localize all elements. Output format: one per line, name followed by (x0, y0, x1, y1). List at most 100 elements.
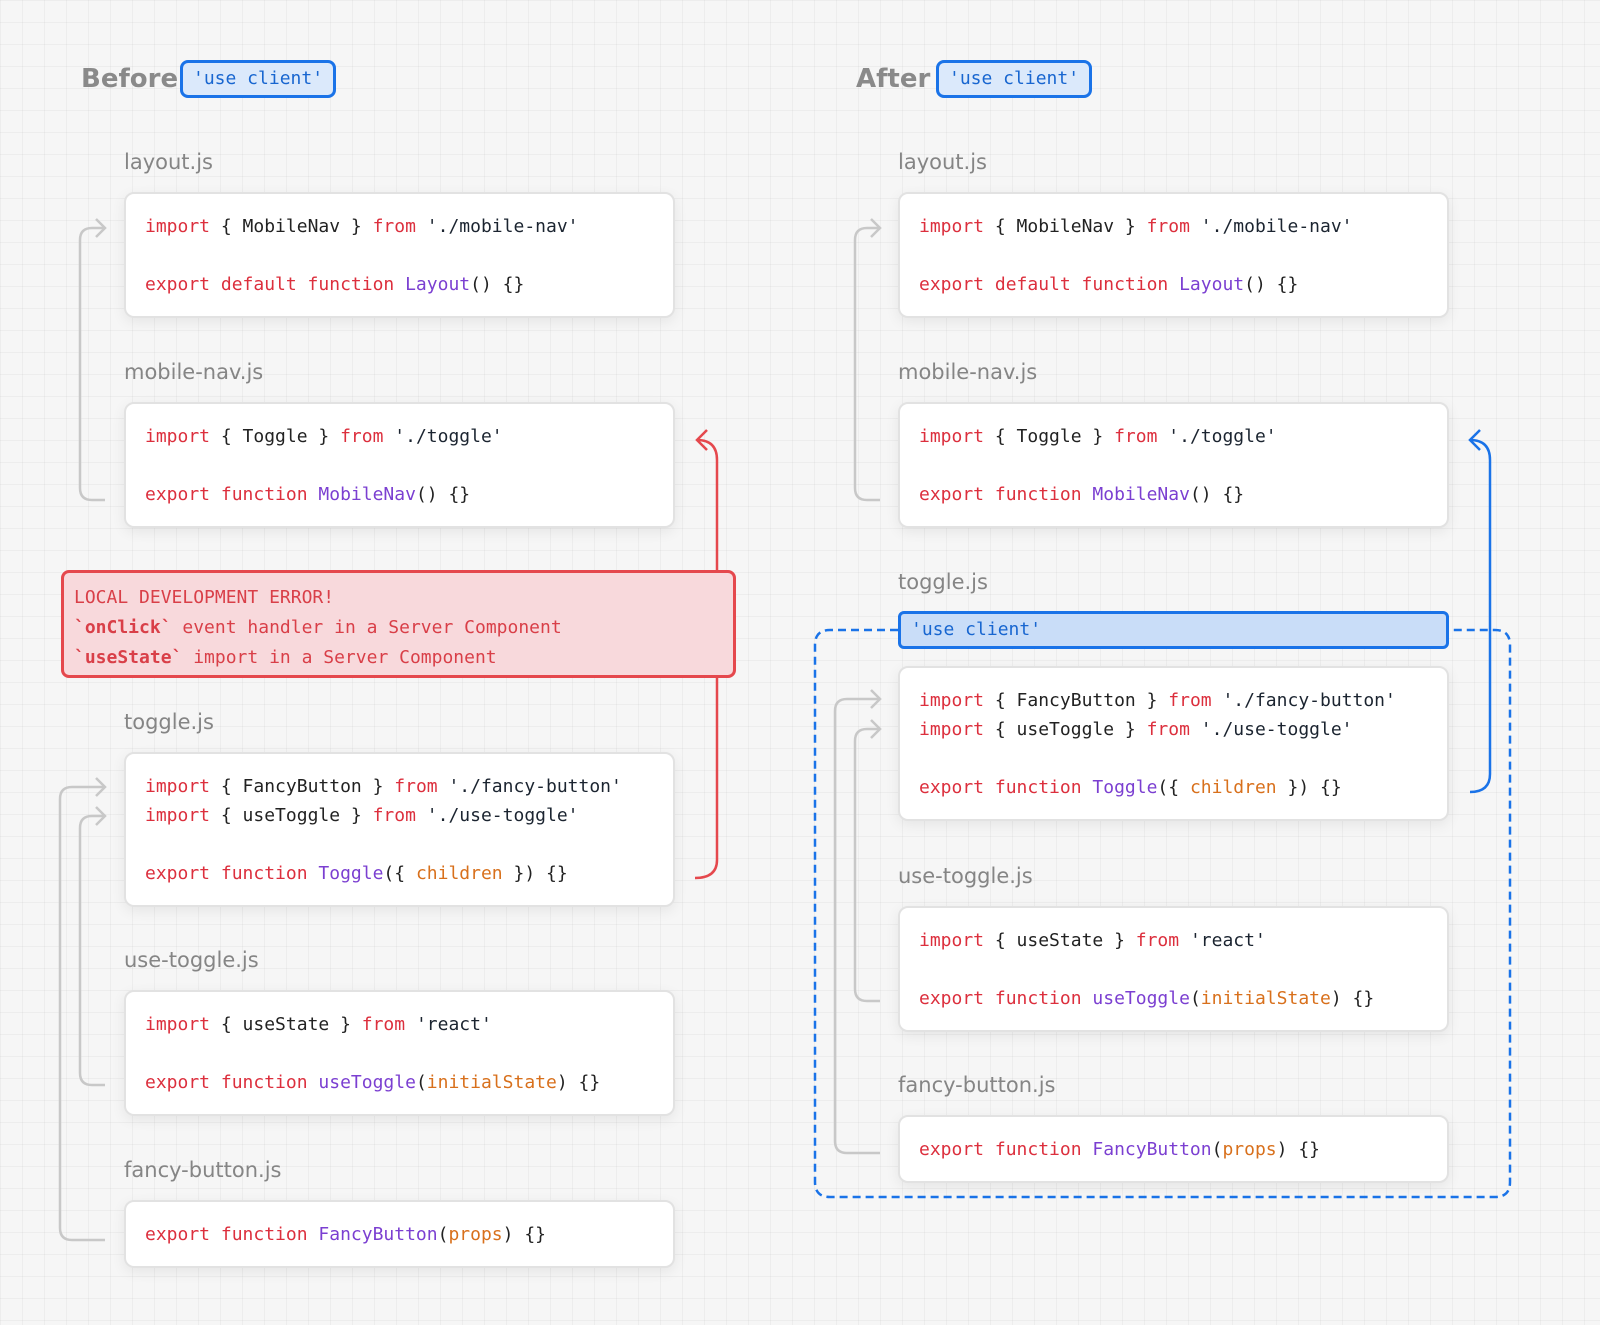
error-line-usestate: `useState` import in a Server Component (74, 643, 733, 673)
code-line: import { useState } from 'react' (919, 926, 1447, 955)
code-line (919, 744, 1447, 773)
error-text-usestate: import in a Server Component (182, 647, 497, 668)
code-token-kw: from (361, 1014, 406, 1035)
after-use-client-directive: 'use client' (898, 611, 1449, 649)
after-connector-layout-mobile-nav (853, 226, 880, 502)
code-token-kw: import (919, 690, 985, 711)
code-token-plain: () {} (415, 484, 471, 505)
code-token-plain: ) {} (1276, 1139, 1320, 1160)
code-token-fn: useToggle (1092, 988, 1190, 1009)
code-line: import { FancyButton } from './fancy-but… (919, 686, 1447, 715)
code-token-plain: ( (437, 1224, 449, 1245)
code-token-kw: export function (919, 777, 1093, 798)
code-line: export function FancyButton(props) {} (919, 1135, 1447, 1164)
code-token-kw: export function (919, 988, 1093, 1009)
code-line (919, 955, 1447, 984)
code-line: export function useToggle(initialState) … (919, 984, 1447, 1013)
code-token-kw: export function (919, 484, 1093, 505)
connector-layout-mobile-nav (78, 226, 105, 502)
code-token-kw: from (1146, 719, 1190, 740)
code-token-plain: ) {} (1330, 988, 1375, 1009)
before-code-mobile-nav: import { Toggle } from './toggle'export … (124, 402, 675, 528)
after-file-label-mobile-nav: mobile-nav.js (898, 360, 1038, 384)
code-token-str: './toggle' (383, 426, 503, 447)
code-token-kw: import (145, 1014, 211, 1035)
before-code-toggle: import { FancyButton } from './fancy-but… (124, 752, 675, 907)
code-token-plain: }) {} (1276, 777, 1342, 798)
code-line: export function MobileNav() {} (919, 480, 1447, 509)
code-token-kw: from (372, 216, 416, 237)
code-token-plain: { FancyButton } (210, 776, 395, 797)
code-token-kw: import (145, 216, 211, 237)
code-line (145, 451, 673, 480)
code-line: import { useToggle } from './use-toggle' (145, 801, 673, 830)
code-token-plain: () {} (470, 274, 525, 295)
arrowhead-layout (95, 218, 107, 238)
after-code-layout: import { MobileNav } from './mobile-nav'… (898, 192, 1449, 318)
code-token-fn: FancyButton (1092, 1139, 1212, 1160)
code-token-plain: () {} (1244, 274, 1299, 295)
code-token-param: children (415, 863, 503, 884)
code-token-plain: ({ (383, 863, 416, 884)
code-line: export function Toggle({ children }) {} (919, 773, 1447, 802)
code-token-plain: { useState } (984, 930, 1136, 951)
code-token-kw: export default function (919, 274, 1180, 295)
code-token-str: './mobile-nav' (1189, 216, 1353, 237)
code-token-plain: ( (1211, 1139, 1223, 1160)
code-token-fn: useToggle (318, 1072, 416, 1093)
code-token-kw: from (1146, 216, 1190, 237)
arrowhead-toggle-use (95, 806, 107, 826)
code-token-kw: from (394, 776, 438, 797)
after-heading: After (856, 64, 931, 94)
code-token-kw: import (919, 216, 985, 237)
code-token-kw: export function (145, 863, 319, 884)
code-token-plain: { useToggle } (984, 719, 1147, 740)
code-line: import { useState } from 'react' (145, 1010, 673, 1039)
code-token-str: './mobile-nav' (415, 216, 579, 237)
code-token-plain: { Toggle } (984, 426, 1115, 447)
code-line (919, 241, 1447, 270)
before-file-label-fancy-button: fancy-button.js (124, 1158, 282, 1182)
code-token-kw: from (1135, 930, 1180, 951)
code-token-plain: { Toggle } (210, 426, 341, 447)
code-token-fn: Layout (1179, 274, 1245, 295)
code-line: import { MobileNav } from './mobile-nav' (919, 212, 1447, 241)
client-connector (1469, 438, 1492, 794)
code-line: export default function Layout() {} (919, 270, 1447, 299)
code-token-str: './use-toggle' (415, 805, 579, 826)
code-token-kw: import (145, 426, 211, 447)
client-boundary (813, 628, 1512, 1199)
after-arrowhead-layout (870, 218, 882, 238)
before-file-label-use-toggle: use-toggle.js (124, 948, 259, 972)
code-token-fn: FancyButton (318, 1224, 438, 1245)
code-token-fn: Toggle (1092, 777, 1158, 798)
code-token-param: props (1222, 1139, 1277, 1160)
error-box: LOCAL DEVELOPMENT ERROR! `onClick` event… (61, 570, 736, 678)
error-title: LOCAL DEVELOPMENT ERROR! (74, 587, 335, 608)
error-line-onclick: `onClick` event handler in a Server Comp… (74, 613, 733, 643)
code-token-kw: import (919, 426, 985, 447)
code-token-str: './fancy-button' (437, 776, 622, 797)
code-token-plain: ) {} (502, 1224, 546, 1245)
code-token-kw: import (919, 930, 985, 951)
code-token-plain: { useToggle } (210, 805, 373, 826)
connector-toggle-fancy-button (58, 785, 105, 1242)
code-token-kw: from (372, 805, 416, 826)
after-file-label-toggle: toggle.js (898, 570, 988, 594)
after-connector-toggle-use (853, 727, 880, 1003)
code-line: export function FancyButton(props) {} (145, 1220, 673, 1249)
code-token-kw: export function (145, 1224, 319, 1245)
code-token-param: initialState (426, 1072, 557, 1093)
code-token-fn: Toggle (318, 863, 384, 884)
code-line: export function useToggle(initialState) … (145, 1068, 673, 1097)
code-token-plain: ({ (1157, 777, 1190, 798)
code-line: import { Toggle } from './toggle' (145, 422, 673, 451)
code-token-fn: MobileNav (1092, 484, 1190, 505)
code-token-plain: ( (415, 1072, 427, 1093)
code-token-plain: { useState } (210, 1014, 362, 1035)
code-token-kw: from (1168, 690, 1212, 711)
before-code-fancy-button: export function FancyButton(props) {} (124, 1200, 675, 1268)
after-arrowhead-toggle-use (870, 719, 882, 739)
code-token-fn: Layout (405, 274, 471, 295)
